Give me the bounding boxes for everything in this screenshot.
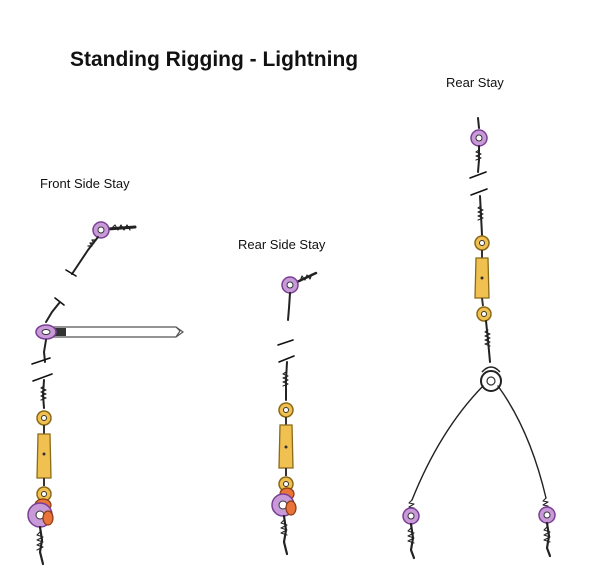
bridle-wire-left — [411, 385, 484, 501]
wire-break-mark — [470, 188, 488, 196]
wire-break-mark — [31, 357, 51, 365]
wire-break-mark — [277, 339, 294, 346]
front-side-stay — [27, 221, 185, 566]
chainplate-icon — [27, 498, 54, 566]
rear-stay-label: Rear Stay — [446, 75, 504, 90]
chainplate-icon — [538, 497, 556, 558]
turnbuckle-icon — [36, 410, 52, 502]
chainplate-icon — [402, 499, 420, 560]
turnbuckle-icon — [474, 235, 492, 322]
wire-break-mark — [65, 269, 77, 277]
eye-fitting-icon — [92, 221, 137, 239]
turnbuckle-icon — [278, 402, 294, 492]
rear-side-stay-label: Rear Side Stay — [238, 237, 326, 252]
diagram-title: Standing Rigging - Lightning — [70, 48, 358, 71]
spreader — [51, 326, 185, 338]
rear-side-stay — [271, 271, 318, 556]
eye-fitting-icon — [470, 117, 488, 147]
bridle-wire-right — [497, 385, 547, 499]
front-side-stay-label: Front Side Stay — [40, 176, 130, 191]
eye-fitting-icon — [35, 324, 57, 340]
chainplate-icon — [271, 487, 297, 556]
rear-stay — [402, 117, 556, 560]
wire-break-mark — [469, 171, 487, 179]
eye-fitting-icon — [281, 271, 318, 294]
wire-break-mark — [278, 355, 295, 363]
bridle-block — [480, 366, 502, 392]
wire-break-mark — [32, 373, 53, 382]
